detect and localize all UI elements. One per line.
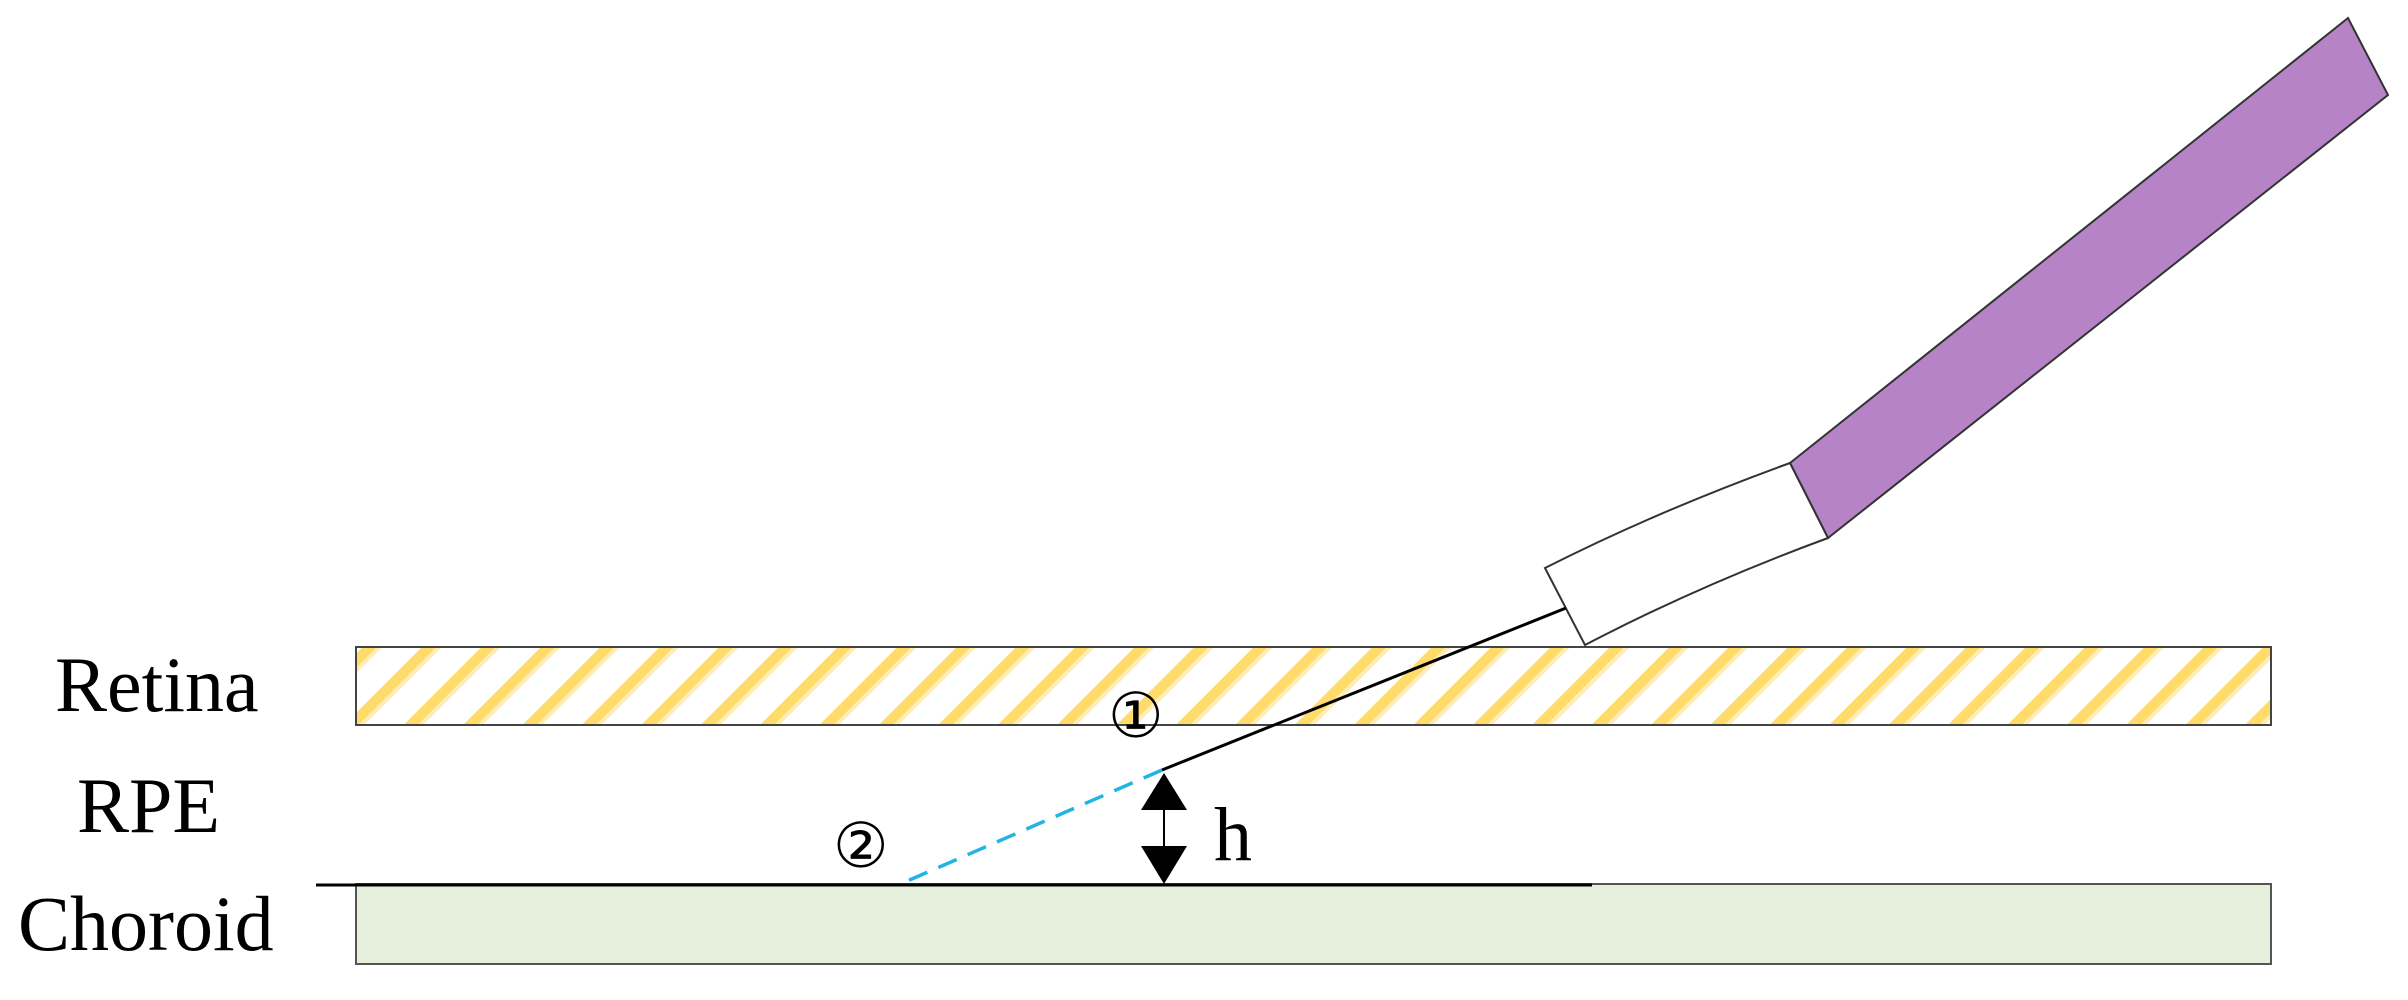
choroid-label: Choroid xyxy=(18,880,274,967)
choroid-layer xyxy=(355,883,2272,965)
height-arrow-icon xyxy=(1141,773,1187,884)
needle-line xyxy=(1161,606,1567,772)
planned-path-dashed xyxy=(904,768,1163,884)
instrument-shaft xyxy=(1788,16,2390,540)
marker-1-label: ① xyxy=(1108,679,1164,752)
retina-label: Retina xyxy=(55,641,259,728)
rpe-label: RPE xyxy=(77,762,220,849)
instrument-tip xyxy=(1543,461,1830,647)
marker-2-label: ② xyxy=(833,809,889,882)
retina-layer xyxy=(355,646,2272,726)
height-label: h xyxy=(1214,793,1252,877)
